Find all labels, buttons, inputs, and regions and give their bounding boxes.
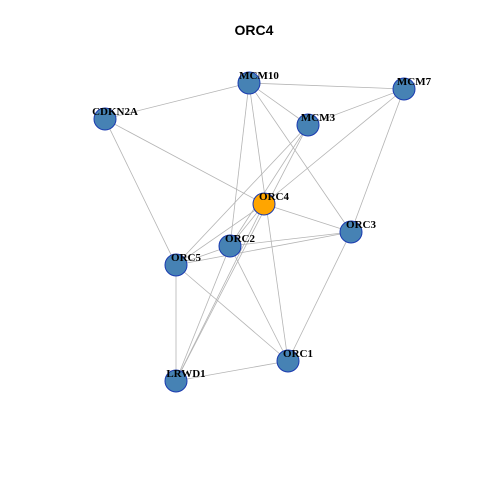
edge-orc4-orc5 [175, 203, 265, 266]
node-label-orc5: ORC5 [171, 252, 201, 264]
edge-mcm3-orc2 [229, 124, 309, 247]
edge-mcm10-mcm3 [248, 82, 309, 126]
edge-mcm3-lrwd1 [175, 124, 309, 382]
node-mcm3 [296, 113, 320, 137]
node-orc3 [339, 220, 363, 244]
edge-mcm10-cdkn2a [104, 82, 250, 120]
edge-orc4-lrwd1 [175, 203, 265, 382]
node-label-orc4: ORC4 [259, 191, 289, 203]
node-label-cdkn2a: CDKN2A [92, 106, 138, 118]
edge-mcm7-mcm3 [307, 88, 405, 126]
edge-cdkn2a-orc5 [104, 118, 177, 266]
node-label-mcm10: MCM10 [239, 70, 279, 82]
edge-orc2-lrwd1 [175, 245, 231, 382]
node-label-lrwd1: LRWD1 [166, 368, 205, 380]
node-orc1 [276, 349, 300, 373]
edge-mcm10-mcm7 [248, 82, 405, 90]
node-label-mcm7: MCM7 [397, 76, 432, 88]
node-lrwd1 [164, 369, 188, 393]
node-mcm10 [237, 71, 261, 95]
node-mcm7 [392, 77, 416, 101]
edge-orc3-orc5 [175, 231, 352, 266]
edges-layer [104, 82, 405, 382]
edge-mcm10-orc2 [229, 82, 250, 247]
node-label-orc2: ORC2 [225, 233, 255, 245]
node-orc2 [218, 234, 242, 258]
node-orc4 [252, 192, 276, 216]
edge-orc3-orc2 [229, 231, 352, 247]
edge-orc4-orc3 [263, 203, 352, 233]
nodes-layer [93, 71, 416, 393]
edge-orc2-orc1 [229, 245, 289, 362]
edge-orc3-orc1 [287, 231, 352, 362]
node-cdkn2a [93, 107, 117, 131]
edge-mcm7-orc3 [350, 88, 405, 233]
edge-mcm3-orc5 [175, 124, 309, 266]
edge-mcm7-orc4 [263, 88, 405, 205]
edge-mcm10-orc3 [248, 82, 352, 233]
edge-mcm10-orc1 [248, 82, 289, 362]
edge-orc5-orc1 [175, 264, 289, 362]
node-label-mcm3: MCM3 [301, 112, 336, 124]
node-label-orc1: ORC1 [283, 348, 313, 360]
node-label-orc3: ORC3 [346, 219, 376, 231]
edge-orc1-lrwd1 [175, 360, 289, 382]
node-orc5 [164, 253, 188, 277]
graph-title: ORC4 [235, 22, 274, 38]
edge-cdkn2a-orc4 [104, 118, 265, 205]
